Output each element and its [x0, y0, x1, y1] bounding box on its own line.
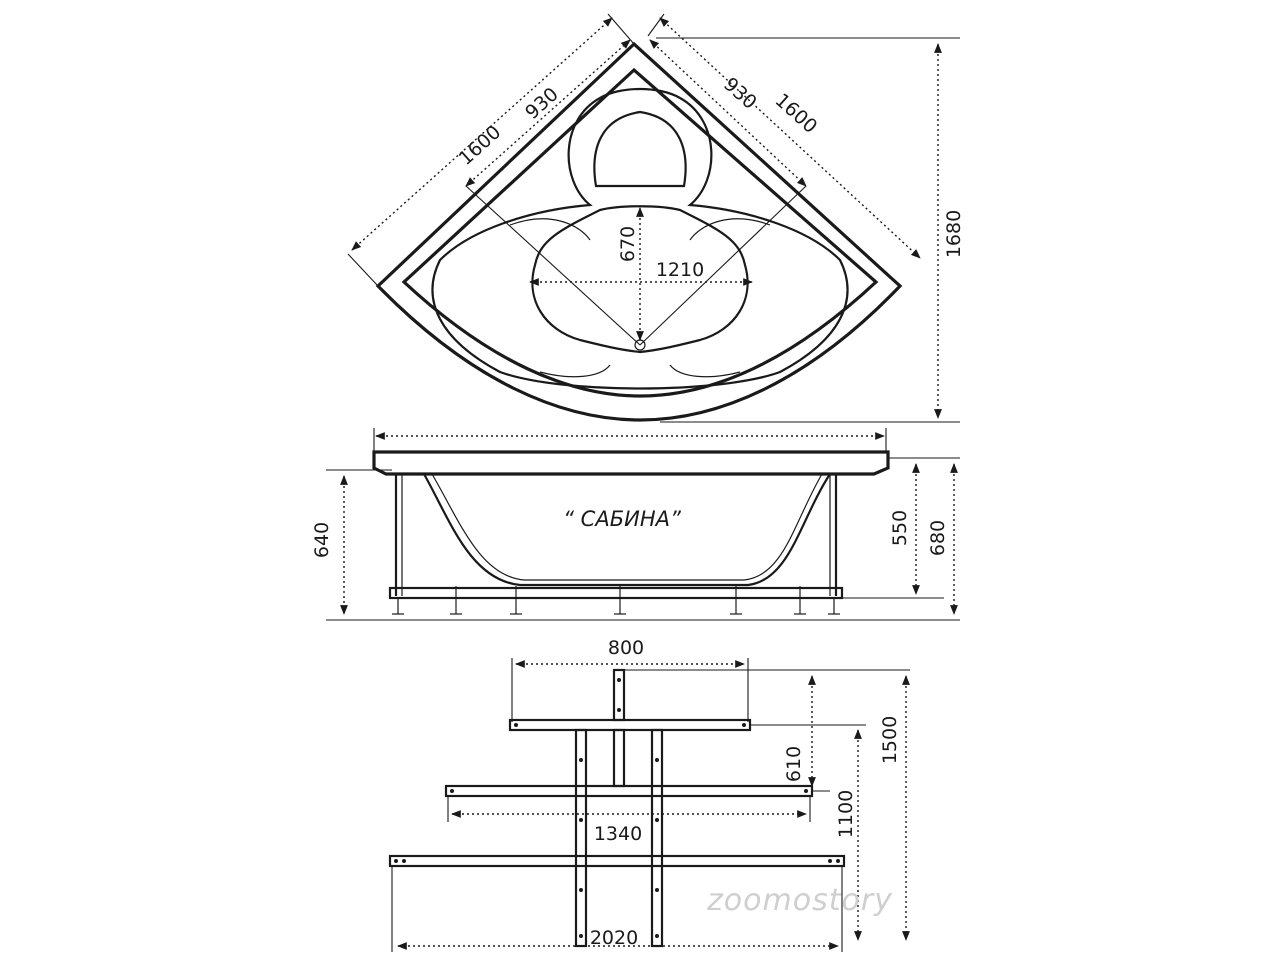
dim-line-930-right [649, 39, 807, 187]
headrest [593, 110, 687, 188]
frame-bolt-holes [394, 678, 840, 938]
outer-rim [375, 41, 903, 422]
dim-line-1600-right [659, 17, 921, 259]
label-1600-left: 1600 [455, 121, 506, 170]
frame-top-stub [612, 668, 626, 722]
label-610: 610 [783, 746, 805, 782]
label-640: 640 [311, 522, 333, 558]
frame-post-center [612, 728, 626, 788]
label-2020: 2020 [590, 927, 638, 949]
side-feet [392, 586, 840, 615]
frame-view: 800 1340 20 [388, 637, 910, 952]
frame-post-left [574, 728, 588, 948]
model-name: “ САБИНА” [563, 507, 682, 531]
frame-post-right [650, 728, 664, 948]
frame-top-bar [508, 718, 752, 732]
side-rim [372, 450, 890, 476]
label-1340: 1340 [594, 823, 642, 845]
dim-line-930-left [465, 39, 631, 187]
side-base-rail [388, 586, 844, 600]
label-1600-right: 1600 [771, 89, 822, 138]
label-930-right: 930 [719, 73, 761, 114]
side-view: “ САБИНА” 640 550 680 [311, 428, 960, 621]
label-1100: 1100 [835, 790, 857, 838]
seat-curve-bottom-left [539, 364, 611, 378]
seat-curve-bottom-right [669, 364, 741, 378]
label-1500: 1500 [879, 716, 901, 764]
top-view: 1600 930 1600 930 1680 1210 670 [347, 13, 965, 423]
side-body [423, 473, 831, 587]
label-680: 680 [927, 520, 949, 556]
label-1680: 1680 [943, 210, 965, 258]
label-1210: 1210 [656, 259, 704, 281]
inner-rim [401, 67, 879, 398]
label-670: 670 [617, 226, 639, 262]
label-800: 800 [608, 637, 644, 659]
frame-middle-bar [444, 784, 814, 798]
label-550: 550 [889, 510, 911, 546]
watermark: zoomostory [706, 883, 893, 918]
frame-bottom-bar [388, 854, 846, 868]
